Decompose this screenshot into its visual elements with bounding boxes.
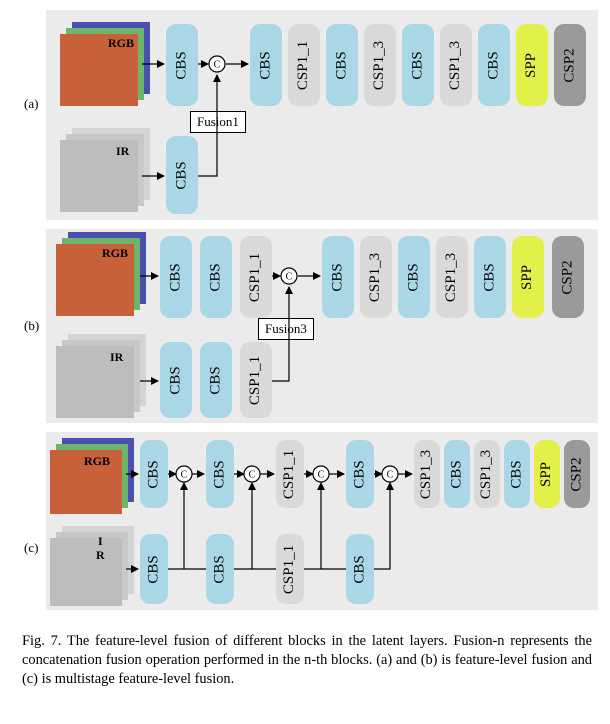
ir-tag: R: [96, 548, 105, 562]
rgb-tag: RGB: [102, 246, 129, 260]
panel-b-label: (b): [24, 318, 40, 333]
block-csp1-1: CSP1_1: [276, 534, 304, 604]
block-cbs: CBS: [166, 136, 198, 214]
block-cbs: CBS: [140, 440, 168, 508]
concat-symbol: C: [249, 470, 256, 481]
ir-front-layer: [50, 538, 122, 606]
block-spp: SPP: [516, 24, 548, 106]
rgb-tag: RGB: [84, 454, 111, 468]
block-cbs: CBS: [504, 440, 530, 508]
ir-image-stack: I R: [50, 526, 136, 608]
concat-node: [208, 55, 226, 73]
rgb-red-layer: [50, 450, 122, 514]
panel-a-label: (a): [24, 96, 39, 111]
rgb-red-layer: [60, 34, 138, 106]
block-cbs: CBS: [322, 236, 354, 318]
block-csp1-3: CSP1_3: [414, 440, 440, 508]
block-csp1-1: CSP1_1: [276, 440, 304, 508]
block-csp2: CSP2: [554, 24, 586, 106]
ir-tag: IR: [110, 350, 124, 364]
block-cbs: CBS: [478, 24, 510, 106]
concat-symbol: C: [286, 272, 293, 283]
block-cbs: CBS: [346, 440, 374, 508]
block-csp1-1: CSP1_1: [240, 342, 272, 418]
block-csp1-3: CSP1_3: [364, 24, 396, 106]
block-cbs: CBS: [200, 342, 232, 418]
block-cbs: CBS: [346, 534, 374, 604]
rgb-image-stack: RGB: [56, 232, 148, 318]
block-csp1-3: CSP1_3: [440, 24, 472, 106]
concat-symbol: C: [214, 60, 221, 71]
block-spp: SPP: [512, 236, 544, 318]
arrow: [272, 286, 293, 382]
block-cbs: CBS: [160, 236, 192, 318]
block-cbs: CBS: [160, 342, 192, 418]
concat-symbol: C: [181, 470, 188, 481]
block-spp: SPP: [534, 440, 560, 508]
ir-tag: IR: [116, 144, 130, 158]
block-csp2: CSP2: [564, 440, 590, 508]
ir-image-stack: IR: [56, 334, 148, 420]
fusion-label: Fusion1: [190, 111, 246, 133]
panel-c-label: (c): [24, 540, 39, 555]
concat-node: [175, 465, 193, 483]
block-cbs: CBS: [200, 236, 232, 318]
concat-nodes: C C C C C C: [175, 55, 399, 483]
block-cbs: CBS: [206, 440, 234, 508]
rgb-red-layer: [56, 244, 134, 316]
arrow: [374, 482, 394, 570]
ir-front-layer: [60, 140, 138, 212]
ir-front-layer: [56, 346, 134, 418]
ir-image-stack: IR: [60, 128, 152, 216]
block-csp1-3: CSP1_3: [436, 236, 468, 318]
block-csp1-3: CSP1_3: [360, 236, 392, 318]
block-cbs: CBS: [206, 534, 234, 604]
block-cbs: CBS: [402, 24, 434, 106]
concat-symbol: C: [318, 470, 325, 481]
arrow: [198, 74, 221, 177]
block-cbs: CBS: [250, 24, 282, 106]
block-csp1-3: CSP1_3: [474, 440, 500, 508]
rgb-image-stack: RGB: [50, 438, 136, 516]
block-csp1-1: CSP1_1: [240, 236, 272, 318]
block-csp1-1: CSP1_1: [288, 24, 320, 106]
concat-node: [312, 465, 330, 483]
rgb-image-stack: RGB: [60, 22, 152, 108]
block-csp2: CSP2: [552, 236, 584, 318]
fusion-label: Fusion3: [258, 318, 314, 340]
concat-node: [280, 267, 298, 285]
ir-tag: I: [98, 534, 103, 548]
block-cbs: CBS: [326, 24, 358, 106]
block-cbs: CBS: [444, 440, 470, 508]
block-cbs: CBS: [166, 24, 198, 106]
concat-node: [243, 465, 261, 483]
rgb-tag: RGB: [108, 36, 135, 50]
concat-node: [381, 465, 399, 483]
concat-symbol: C: [387, 470, 394, 481]
block-cbs: CBS: [140, 534, 168, 604]
block-cbs: CBS: [398, 236, 430, 318]
figure-caption: Fig. 7. The feature-level fusion of diff…: [22, 633, 592, 687]
block-cbs: CBS: [474, 236, 506, 318]
